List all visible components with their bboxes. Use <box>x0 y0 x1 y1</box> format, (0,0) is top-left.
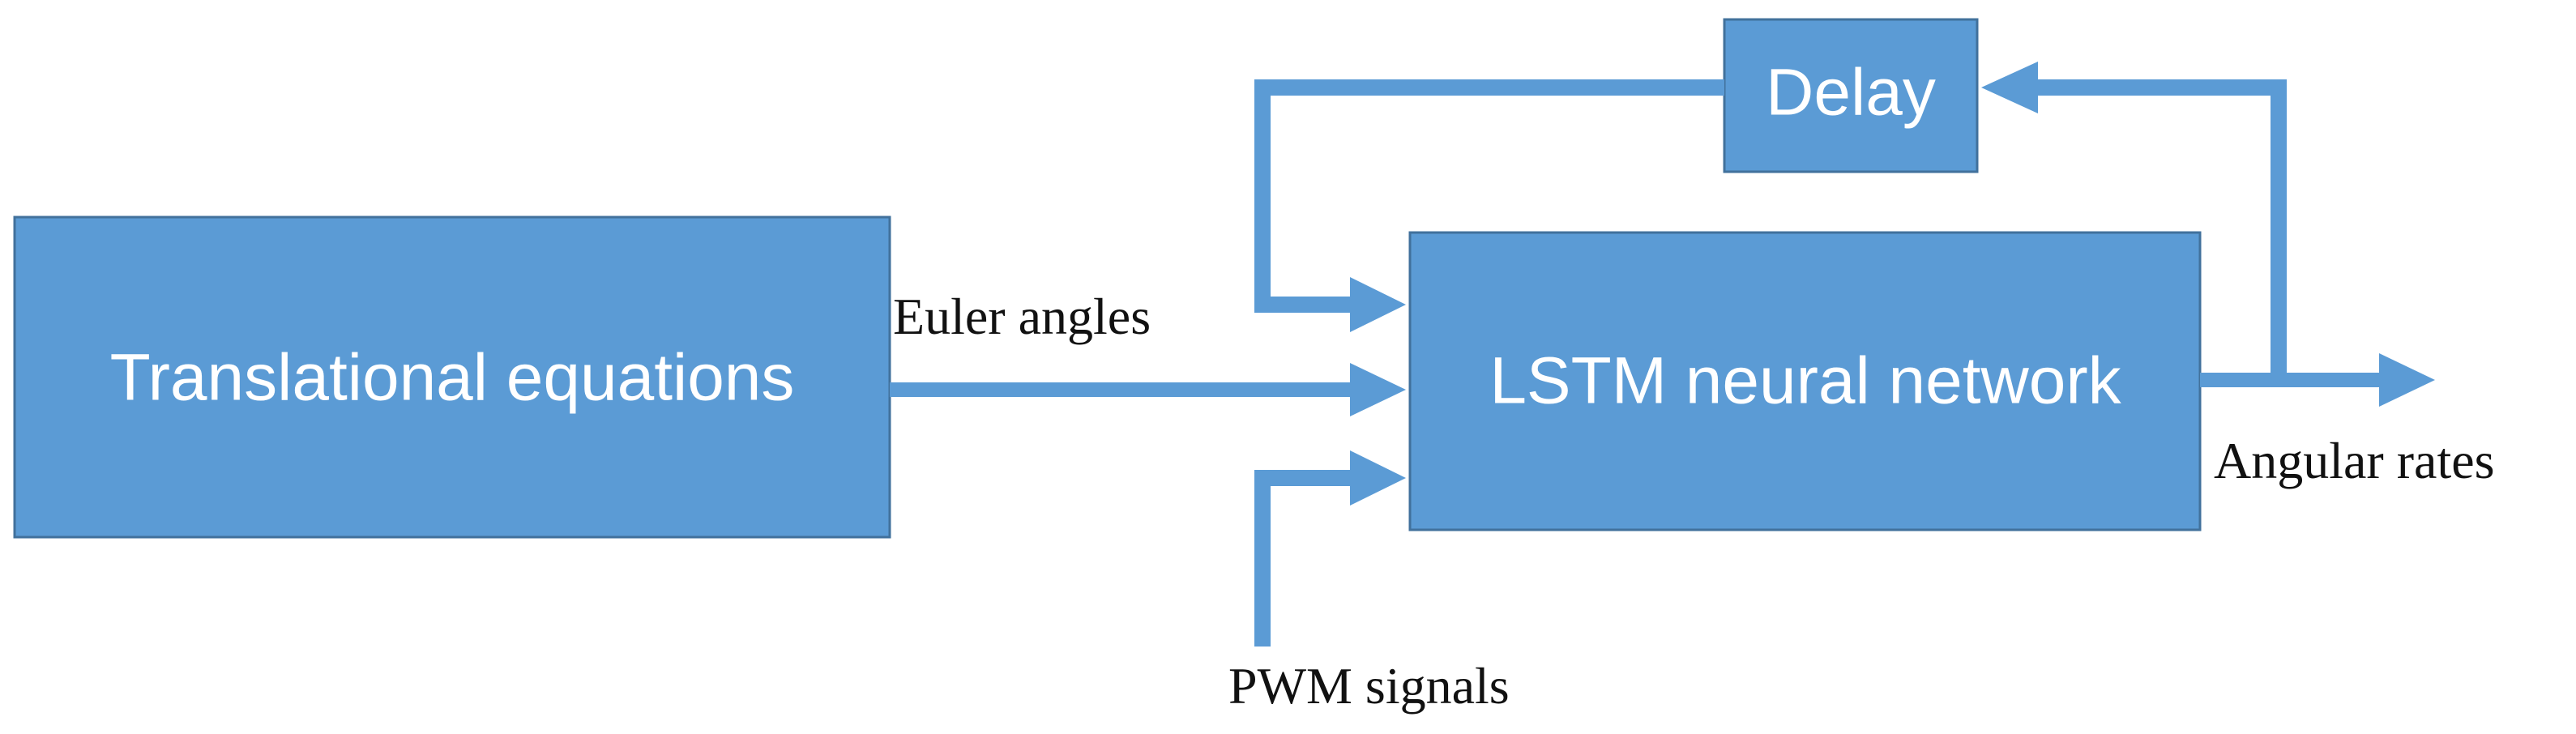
euler-angles-arrow <box>890 363 1406 416</box>
translational-equations-box <box>13 216 891 539</box>
delay-block: Delay <box>1723 18 1979 173</box>
pwm-signals-label: PWM signals <box>1228 657 1510 715</box>
translational-equations-label: Translational equations <box>110 341 795 415</box>
delay-label: Delay <box>1766 56 1936 130</box>
lstm-label: LSTM neural network <box>1489 344 2121 418</box>
delay-to-lstm-arrow <box>1254 79 1724 332</box>
angular-rates-label: Angular rates <box>2214 432 2495 489</box>
angular-rates-arrow <box>2200 353 2435 407</box>
lstm-block: LSTM neural network <box>1408 231 2202 531</box>
delay-box <box>1723 18 1979 173</box>
connectors <box>890 62 2435 647</box>
pwm-signals-arrow <box>1254 450 1406 647</box>
feedback-to-delay-arrow <box>1981 62 2287 381</box>
translational-equations-block: Translational equations <box>13 216 891 539</box>
lstm-box <box>1408 231 2202 531</box>
euler-angles-label: Euler angles <box>893 288 1151 345</box>
